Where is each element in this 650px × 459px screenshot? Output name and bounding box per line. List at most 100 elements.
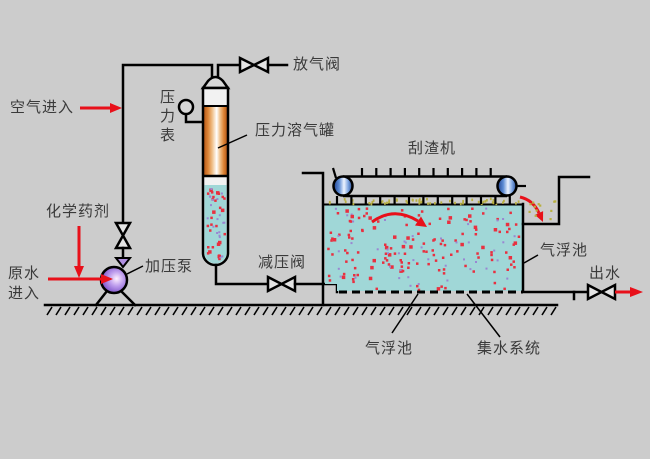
air-bubble xyxy=(208,195,211,198)
air-bubble xyxy=(469,268,472,271)
air-bubble xyxy=(490,253,493,257)
scum-particle xyxy=(533,205,536,208)
ground-hatch xyxy=(289,306,296,316)
air-bubble xyxy=(212,225,215,228)
injector-icon xyxy=(113,257,133,269)
air-bubble xyxy=(385,259,389,262)
air-bubble xyxy=(436,287,441,291)
air-bubble xyxy=(456,250,459,253)
ground-hatch xyxy=(55,306,62,316)
vent-line xyxy=(216,55,289,84)
air-bubble xyxy=(218,236,221,239)
ground-hatch xyxy=(487,306,494,316)
air-bubble xyxy=(341,275,346,280)
scum-particle xyxy=(420,200,423,204)
flotation-tank xyxy=(301,171,643,338)
ground-hatch xyxy=(496,306,503,316)
scum-particle xyxy=(486,199,488,202)
scum-particle xyxy=(549,218,552,221)
air-pipe xyxy=(121,63,214,225)
raw-water-arrowhead xyxy=(101,274,113,284)
air-bubble xyxy=(482,212,485,215)
air-bubble xyxy=(368,216,372,220)
air-bubble xyxy=(210,191,214,194)
scum-particle xyxy=(381,200,384,203)
pump-assembly xyxy=(48,221,144,307)
scum-particle xyxy=(418,201,421,204)
scum-particle xyxy=(405,199,408,203)
air-bubble xyxy=(354,276,357,279)
air-bubble xyxy=(331,237,334,240)
scum-particle xyxy=(328,201,331,205)
air-bubble xyxy=(348,236,351,239)
scum-particle xyxy=(535,209,538,212)
air-bubble xyxy=(401,244,406,249)
air-bubble xyxy=(411,238,415,241)
scum-particle xyxy=(415,199,418,202)
air-bubble xyxy=(386,248,389,251)
air-bubble xyxy=(390,265,394,269)
label-air-inlet: 空气进入 xyxy=(10,98,75,116)
air-bubble xyxy=(214,199,217,202)
air-bubble xyxy=(477,256,480,259)
air-bubble xyxy=(334,207,337,210)
air-bubble xyxy=(472,270,475,273)
air-bubble xyxy=(496,259,499,262)
air-bubble xyxy=(397,252,400,255)
air-bubble xyxy=(422,242,426,245)
label-reducing-valve: 减压阀 xyxy=(258,253,307,271)
air-bubble xyxy=(493,249,496,252)
air-bubble xyxy=(347,233,351,237)
air-bubble xyxy=(351,258,354,262)
air-bubble xyxy=(336,212,340,215)
scum-particle xyxy=(503,199,505,203)
scum-particle xyxy=(462,199,464,203)
air-bubble xyxy=(502,218,505,220)
ground-hatch xyxy=(298,306,305,316)
air-bubble xyxy=(493,281,497,285)
air-bubble xyxy=(357,216,361,220)
air-bubble xyxy=(510,263,513,266)
air-bubble xyxy=(328,279,332,282)
scum-particle xyxy=(517,200,520,203)
ground-hatch xyxy=(478,306,485,316)
scum-particle xyxy=(386,201,388,205)
air-bubble xyxy=(346,251,349,255)
scum-particle xyxy=(515,202,517,205)
air-bubble xyxy=(215,224,218,228)
scum-particle xyxy=(502,201,504,204)
air-bubble xyxy=(428,222,431,226)
roller-left-icon xyxy=(332,175,354,197)
ground-hatch xyxy=(235,306,242,316)
air-bubble xyxy=(490,251,493,254)
air-bubble xyxy=(216,198,219,201)
ground-hatch xyxy=(460,306,467,316)
air-bubble xyxy=(384,243,387,246)
air-bubble xyxy=(503,287,506,291)
ground-hatch xyxy=(172,306,179,316)
air-bubble xyxy=(407,276,410,279)
air-bubble xyxy=(407,262,411,265)
label-flotation-tank-side: 气浮池 xyxy=(540,241,589,259)
chemical-arrowhead xyxy=(74,266,84,278)
scum-particle xyxy=(372,199,375,202)
air-bubble xyxy=(393,235,397,239)
air-bubble xyxy=(454,239,457,242)
scum-particle xyxy=(534,214,537,217)
label-pressure-gauge: 压力表 xyxy=(160,88,177,144)
air-bubble xyxy=(412,259,415,262)
air-bubble xyxy=(401,269,405,273)
air-bubble xyxy=(422,250,425,253)
tank-cap xyxy=(200,75,231,90)
air-bubble xyxy=(417,232,420,235)
air-bubble xyxy=(207,246,210,249)
air-bubble xyxy=(376,248,379,251)
air-bubble xyxy=(218,257,221,261)
air-bubble xyxy=(505,222,510,227)
air-bubble xyxy=(490,258,494,262)
ground-hatch xyxy=(271,306,278,316)
air-bubble xyxy=(461,232,464,236)
pressure-tank xyxy=(200,75,248,267)
air-bubble xyxy=(481,245,485,250)
air-bubble xyxy=(485,207,488,210)
